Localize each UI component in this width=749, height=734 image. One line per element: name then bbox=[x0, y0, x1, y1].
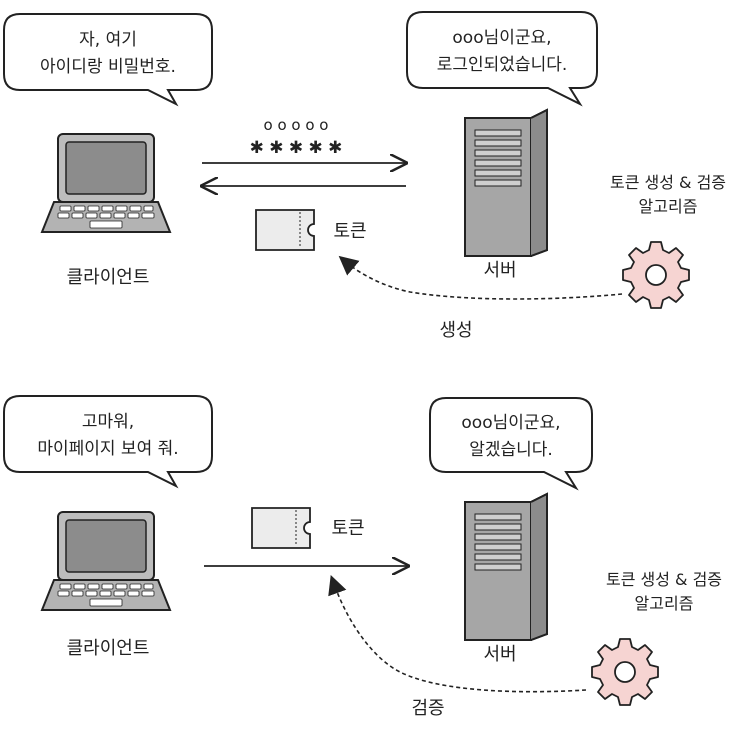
server-bubble-line-1: ooo님이군요, bbox=[461, 413, 560, 433]
laptop-icon bbox=[41, 133, 171, 233]
client-bubble-line-2: 아이디랑 비밀번호. bbox=[40, 57, 176, 77]
gear-icon bbox=[622, 241, 690, 309]
verify-label: 검증 bbox=[411, 698, 444, 719]
server-label: 서버 bbox=[483, 260, 516, 281]
gear-icon bbox=[591, 638, 659, 706]
server-bubble-line-1: ooo님이군요, bbox=[452, 28, 551, 48]
algorithm-label-line-1: 토큰 생성 & 검증 bbox=[610, 173, 726, 192]
token-label: 토큰 bbox=[333, 221, 366, 242]
algorithm-label-line-1: 토큰 생성 & 검증 bbox=[606, 570, 722, 589]
server-speech-bubble: ooo님이군요, 로그인되었습니다. bbox=[406, 11, 598, 107]
bottom-panel: 고마워, 마이페이지 보여 줘. ooo님이군요, 알겠습니다. 클라이언트 토… bbox=[3, 395, 722, 719]
server-speech-bubble-bottom: ooo님이군요, 알겠습니다. bbox=[429, 397, 593, 491]
client-bubble-line-2: 마이페이지 보여 줘. bbox=[37, 439, 178, 459]
token-label: 토큰 bbox=[331, 518, 364, 539]
client-label: 클라이언트 bbox=[67, 267, 150, 288]
server-icon bbox=[464, 109, 548, 257]
password-dots: o o o o o bbox=[264, 116, 329, 134]
verify-arrow bbox=[328, 574, 587, 693]
server-label: 서버 bbox=[483, 644, 516, 665]
server-bubble-line-2: 로그인되었습니다. bbox=[437, 55, 568, 75]
client-label: 클라이언트 bbox=[67, 638, 150, 659]
password-stars: ✱ ✱ ✱ ✱ ✱ bbox=[250, 138, 343, 158]
algorithm-label-line-2: 알고리즘 bbox=[635, 594, 694, 613]
server-icon bbox=[464, 493, 548, 641]
token-icon bbox=[251, 507, 311, 549]
client-speech-bubble-bottom: 고마워, 마이페이지 보여 줘. bbox=[3, 395, 213, 489]
client-bubble-line-1: 고마워, bbox=[82, 412, 134, 432]
top-panel: 자, 여기 아이디랑 비밀번호. ooo님이군요, 로그인되었습니다. 클라이언… bbox=[3, 11, 726, 341]
algorithm-label-line-2: 알고리즘 bbox=[639, 197, 698, 216]
token-icon bbox=[255, 209, 315, 251]
server-bubble-line-2: 알겠습니다. bbox=[469, 440, 553, 460]
laptop-icon bbox=[41, 511, 171, 611]
generate-label: 생성 bbox=[439, 320, 472, 341]
generate-arrow bbox=[338, 255, 623, 300]
client-speech-bubble: 자, 여기 아이디랑 비밀번호. bbox=[3, 13, 213, 107]
client-bubble-line-1: 자, 여기 bbox=[79, 30, 137, 50]
